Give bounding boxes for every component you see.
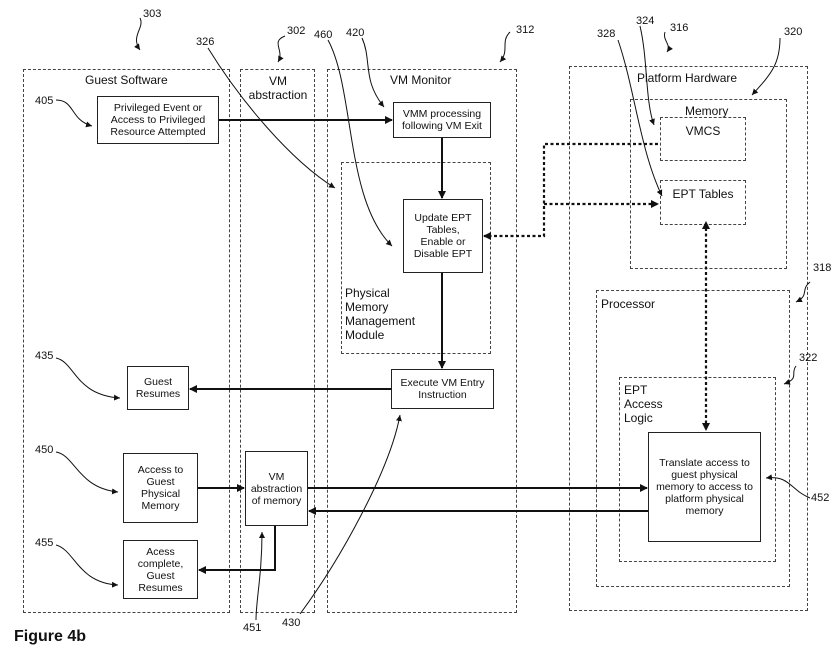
- ref-328: 328: [597, 28, 616, 40]
- guest-software-region: [23, 69, 230, 613]
- vm-abstraction-memory-box: VM abstraction of memory: [245, 451, 308, 526]
- vm-monitor-label: VM Monitor: [390, 73, 452, 87]
- vmm-processing-box: VMM processing following VM Exit: [393, 102, 491, 138]
- access-complete-box: Acess complete, Guest Resumes: [123, 540, 198, 599]
- vmcs-label: VMCS: [685, 124, 721, 138]
- figure-label: Figure 4b: [14, 628, 87, 645]
- processor-region: [596, 290, 790, 587]
- execute-vm-entry-box: Execute VM Entry Instruction: [391, 369, 494, 409]
- memory-label: Memory: [685, 104, 729, 118]
- ref-316: 316: [670, 22, 689, 34]
- ref-324: 324: [636, 15, 655, 27]
- ept-tables-label: EPT Tables: [672, 187, 734, 201]
- ref-302: 302: [287, 25, 306, 37]
- ref-452: 452: [811, 492, 830, 504]
- ref-320: 320: [784, 26, 803, 38]
- translate-access-box: Translate access to guest physical memor…: [648, 432, 761, 542]
- vmcs-box: [660, 117, 746, 161]
- vm-abstraction-label: VM abstraction: [248, 74, 308, 102]
- ref-451: 451: [243, 622, 262, 634]
- ref-450: 450: [35, 444, 54, 456]
- ref-303: 303: [143, 8, 162, 20]
- privileged-event-box: Privileged Event or Access to Privileged…: [97, 96, 219, 144]
- ref-322: 322: [799, 352, 818, 364]
- ref-312: 312: [516, 24, 535, 36]
- vm-monitor-region: [327, 69, 517, 613]
- ref-326: 326: [196, 36, 215, 48]
- ref-460: 460: [314, 29, 333, 41]
- platform-hardware-label: Platform Hardware: [637, 71, 738, 85]
- update-ept-box: Update EPT Tables, Enable or Disable EPT: [403, 199, 483, 273]
- ref-455: 455: [35, 537, 54, 549]
- access-guest-memory-box: Access to Guest Physical Memory: [123, 453, 198, 523]
- ept-access-logic-region: [619, 377, 776, 562]
- processor-label: Processor: [601, 297, 656, 311]
- ref-430: 430: [282, 617, 301, 629]
- guest-resumes-box: Guest Resumes: [127, 366, 189, 410]
- pmm-module-region: [341, 162, 491, 354]
- ref-405: 405: [35, 95, 54, 107]
- pmm-module-label: Physical Memory Management Module: [345, 286, 416, 342]
- guest-software-label: Guest Software: [85, 73, 168, 87]
- platform-hardware-region: [569, 66, 808, 611]
- vm-abstraction-region: [240, 69, 315, 613]
- ref-318: 318: [813, 262, 832, 274]
- ref-420: 420: [346, 27, 365, 39]
- ref-435: 435: [35, 350, 54, 362]
- ept-access-logic-label: EPT Access Logic: [624, 383, 663, 425]
